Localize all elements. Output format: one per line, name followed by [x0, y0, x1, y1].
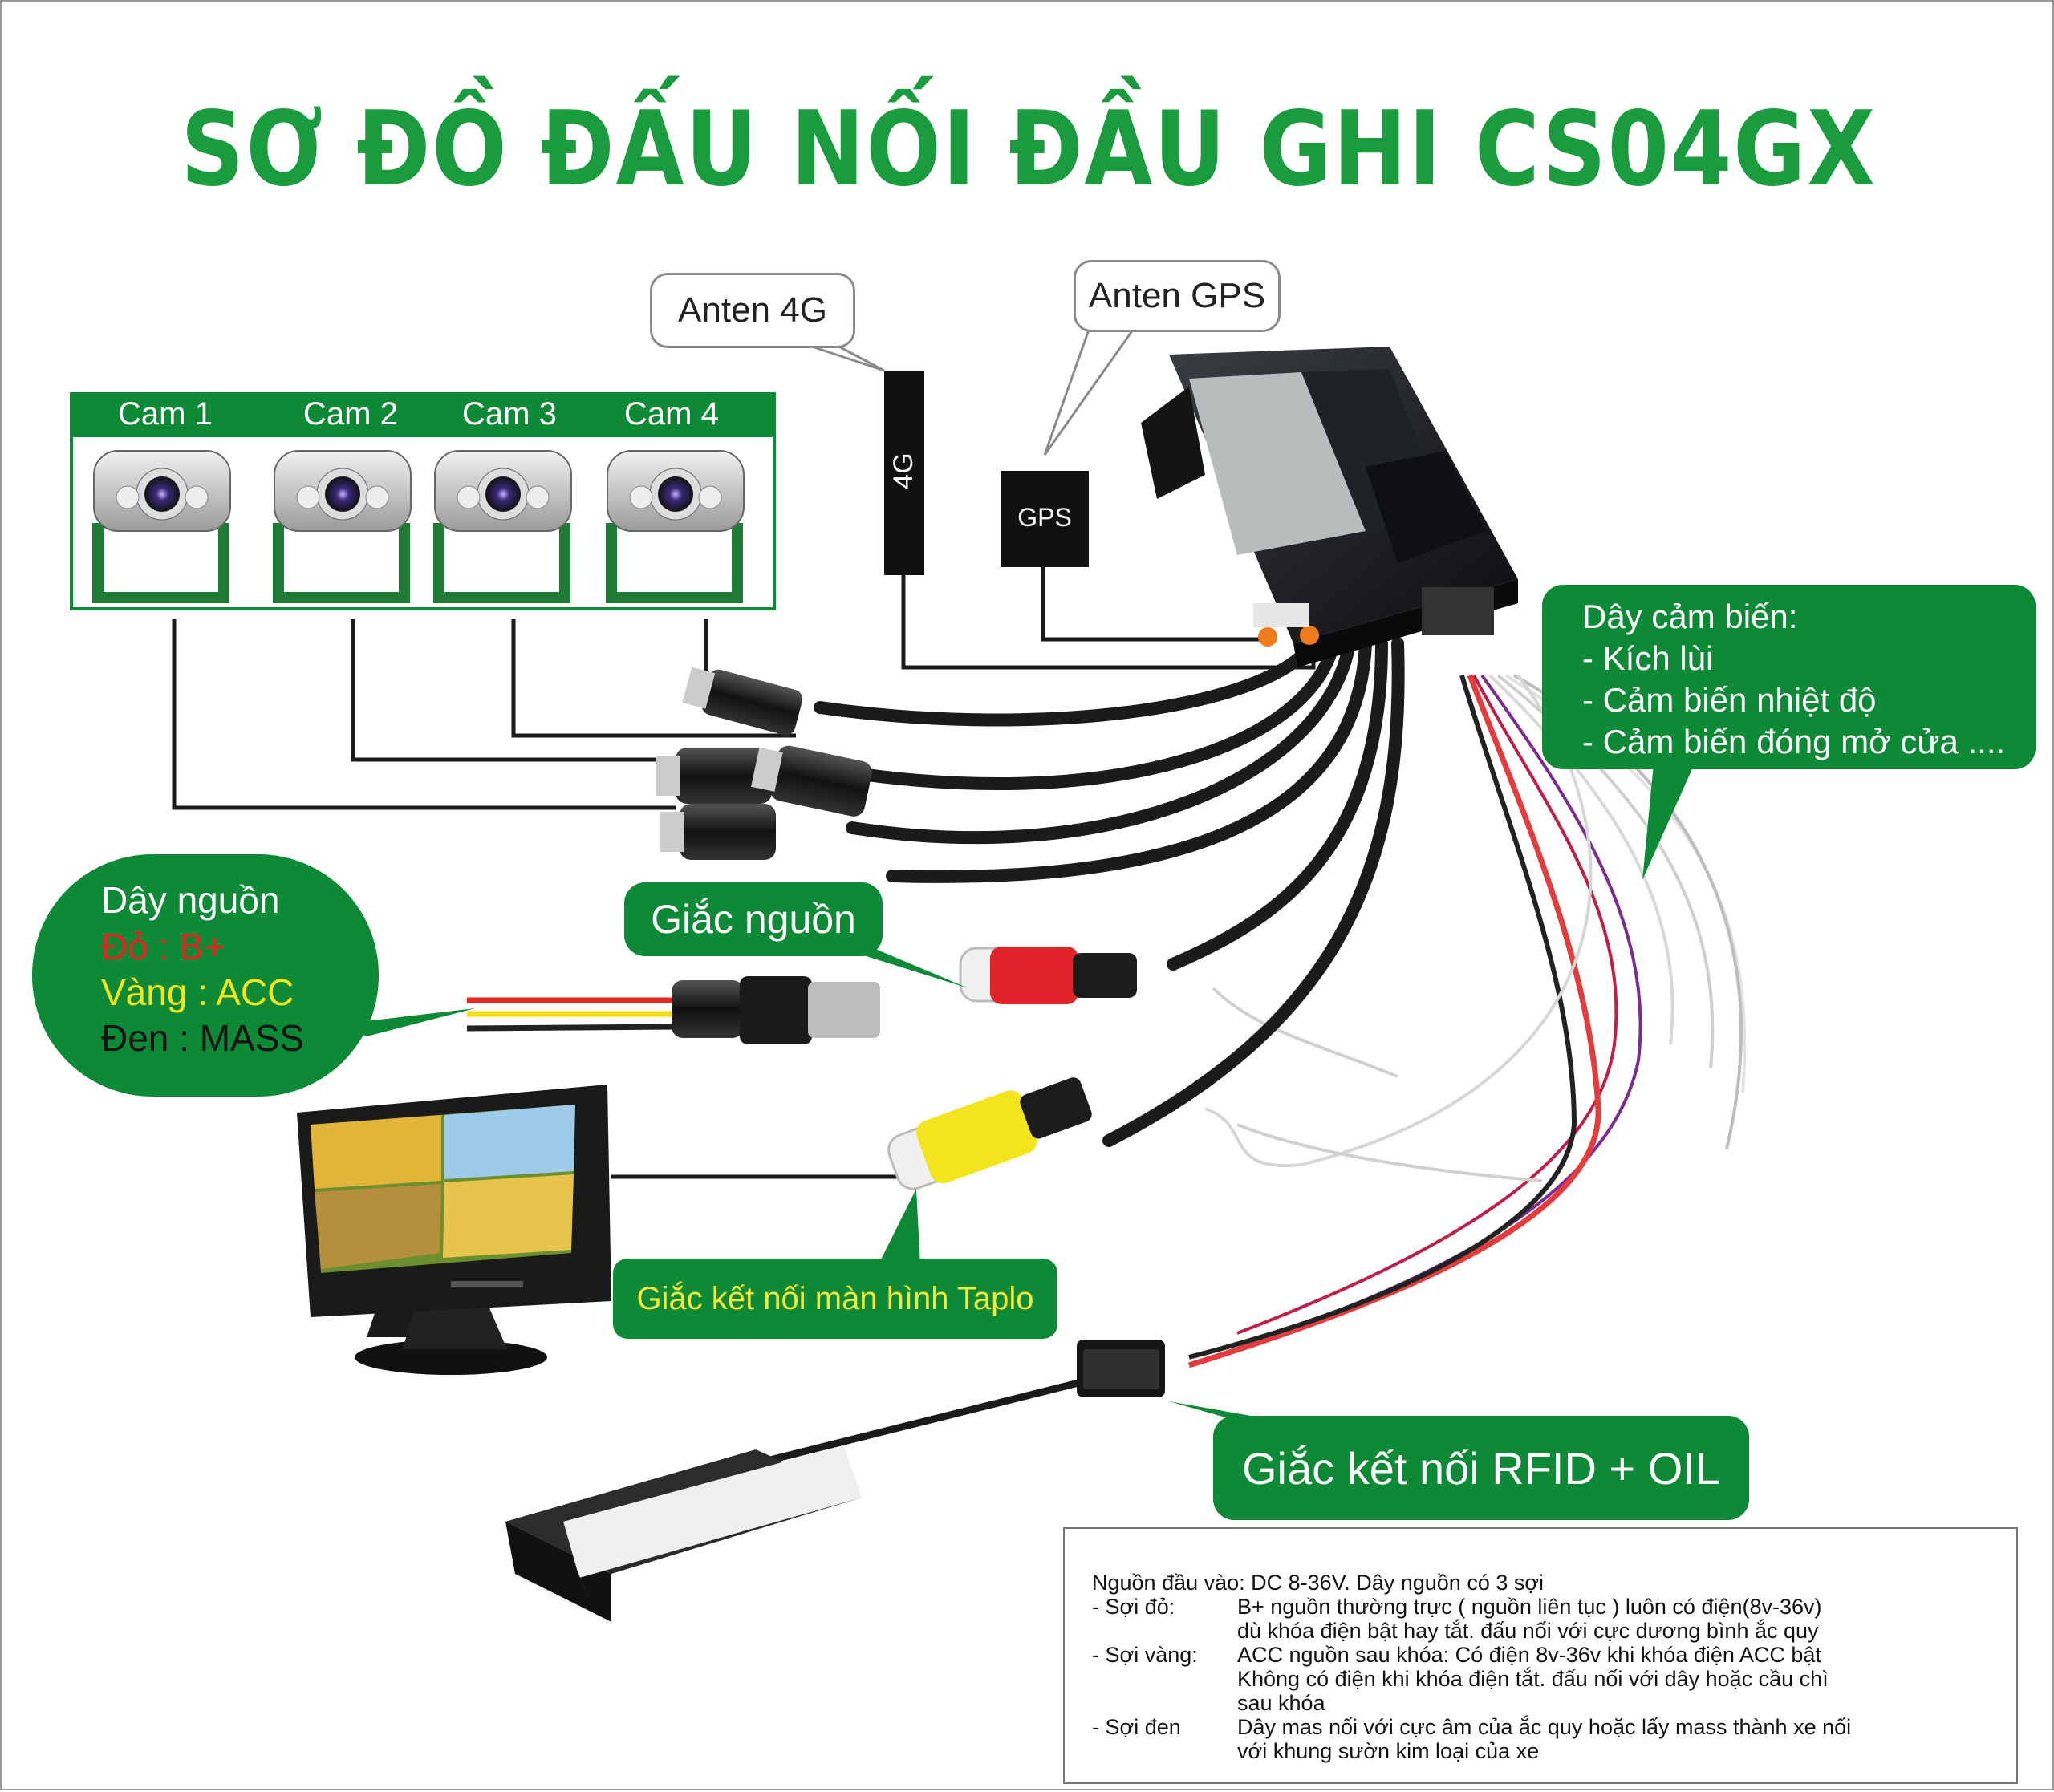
diagram-title: SƠ ĐỒ ĐẤU NỐI ĐẦU GHI CS04GX	[181, 90, 1877, 209]
power-yellow: Vàng : ACC	[101, 971, 294, 1013]
cable-4g	[901, 575, 1316, 670]
yellow-rca-jack	[887, 1077, 1092, 1190]
video-plugs	[656, 667, 872, 860]
info-yellow-line: Không có điện khi khóa điện tắt. đấu nối…	[1237, 1667, 1829, 1691]
camera-2	[273, 450, 412, 603]
cable-cam1	[172, 619, 676, 810]
rfid-box	[505, 1340, 1165, 1622]
cam-2-label: Cam 2	[303, 396, 398, 432]
cam-3-label: Cam 3	[462, 396, 557, 432]
callout-anten-4g: Anten 4G	[650, 273, 855, 348]
antenna-gps	[1001, 471, 1089, 567]
power-info-box: Nguồn đầu vào: DC 8-36V. Dây nguồn có 3 …	[1063, 1527, 2018, 1784]
power-red: Đỏ : B+	[101, 926, 225, 967]
cable-cam3	[511, 619, 796, 738]
callout-anten-gps: Anten GPS	[1074, 260, 1281, 332]
dvr-box	[1141, 347, 1518, 667]
power-title: Dây nguồn	[101, 879, 280, 921]
info-red-label: - Sợi đỏ:	[1092, 1595, 1175, 1619]
antenna-gps-label: GPS	[1017, 503, 1072, 532]
sensor-wires-callout: Dây cảm biến: - Kích lùi - Cảm biến nhiệ…	[1542, 585, 2036, 769]
cam-1-label: Cam 1	[118, 396, 213, 432]
info-black-label: - Sợi đen	[1092, 1715, 1181, 1739]
info-red-line: B+ nguồn thường trực ( nguồn liên tục ) …	[1237, 1595, 1822, 1619]
info-yellow-label: - Sợi vàng:	[1092, 1643, 1198, 1667]
camera-images	[92, 450, 745, 603]
sensor-wires	[1187, 674, 1747, 1368]
camera-4	[606, 450, 745, 603]
cable-cam2	[351, 619, 700, 762]
taplo-monitor	[297, 1085, 611, 1375]
antenna-4g-label: 4G	[888, 452, 919, 489]
camera-3	[433, 450, 572, 603]
cable-rfid	[762, 1373, 1102, 1466]
power-jack-label: Giắc nguồn	[624, 882, 883, 956]
rfid-jack-label: Giắc kết nối RFID + OIL	[1213, 1416, 1749, 1520]
info-yellow-line: ACC nguồn sau khóa: Có điện 8v-36v khi k…	[1237, 1643, 1821, 1667]
sensor-title: Dây cảm biến:	[1582, 598, 1798, 635]
power-plug	[466, 976, 880, 1044]
sensor-item: - Cảm biến nhiệt độ	[1582, 681, 1877, 719]
harness-cables	[814, 629, 1405, 1147]
antenna-4g	[884, 371, 924, 575]
camera-cables	[172, 567, 1316, 1466]
red-rca-jack	[959, 947, 1137, 1004]
info-heading: Nguồn đầu vào: DC 8-36V. Dây nguồn có 3 …	[1092, 1571, 1545, 1595]
info-yellow-line: sau khóa	[1237, 1691, 1325, 1715]
cam-4-label: Cam 4	[624, 396, 719, 432]
power-black: Đen : MASS	[101, 1017, 305, 1059]
cable-cam4	[704, 619, 717, 681]
info-black-line: Dây mas nối với cực âm của ắc quy hoặc l…	[1237, 1715, 1852, 1739]
info-black-line: với khung sườn kim loại của xe	[1237, 1739, 1540, 1763]
sensor-item: - Cảm biến đóng mở cửa ....	[1582, 723, 2006, 760]
info-red-line: dù khóa điện bật hay tắt. đấu nối với cự…	[1237, 1619, 1819, 1643]
power-wires-callout: Dây nguồn Đỏ : B+ Vàng : ACC Đen : MASS	[32, 854, 379, 1097]
cable-gps	[1041, 567, 1269, 642]
sensor-item: - Kích lùi	[1582, 639, 1714, 677]
monitor-jack-label: Giắc kết nối màn hình Taplo	[613, 1259, 1057, 1339]
camera-1	[92, 450, 231, 603]
